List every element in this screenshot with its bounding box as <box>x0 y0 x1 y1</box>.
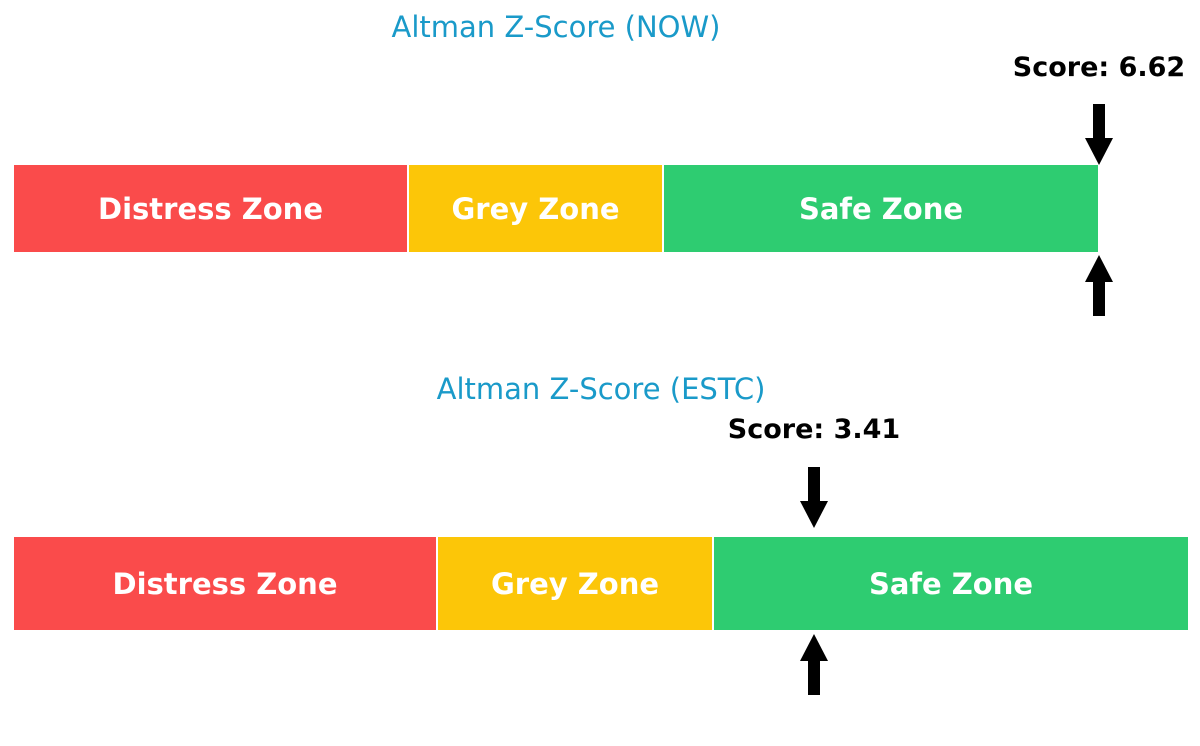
arrow-shaft <box>1093 282 1105 316</box>
arrow-head <box>1085 255 1113 282</box>
zone-label: Distress Zone <box>98 191 323 226</box>
arrow-up-icon <box>1085 255 1113 316</box>
arrow-shaft <box>1093 104 1105 138</box>
zone-label: Safe Zone <box>798 191 964 226</box>
arrow-down-icon <box>1085 104 1113 165</box>
arrow-up-icon <box>800 634 828 695</box>
zone-grey: Grey Zone <box>409 165 662 252</box>
zone-distress: Distress Zone <box>14 537 436 630</box>
zone-label: Grey Zone <box>490 566 660 601</box>
zone-bar: Distress Zone Grey Zone Safe Zone <box>14 165 1098 252</box>
zone-label: Grey Zone <box>451 191 620 226</box>
zone-distress: Distress Zone <box>14 165 407 252</box>
arrow-head <box>800 634 828 661</box>
arrow-down-icon <box>800 467 828 528</box>
zone-safe: Safe Zone <box>664 165 1098 252</box>
chart-title: Altman Z-Score (ESTC) <box>436 372 766 406</box>
arrow-shaft <box>808 467 820 501</box>
zone-label: Distress Zone <box>112 566 338 601</box>
arrow-shaft <box>808 661 820 695</box>
zone-label: Safe Zone <box>868 566 1034 601</box>
chart-title: Altman Z-Score (NOW) <box>391 10 721 44</box>
zone-bar: Distress Zone Grey Zone Safe Zone <box>14 537 1188 630</box>
arrow-head <box>1085 138 1113 165</box>
score-annotation: Score: 6.62 <box>1012 52 1186 83</box>
arrow-head <box>800 501 828 528</box>
zone-grey: Grey Zone <box>438 537 712 630</box>
zone-safe: Safe Zone <box>714 537 1188 630</box>
score-annotation: Score: 3.41 <box>727 414 901 445</box>
